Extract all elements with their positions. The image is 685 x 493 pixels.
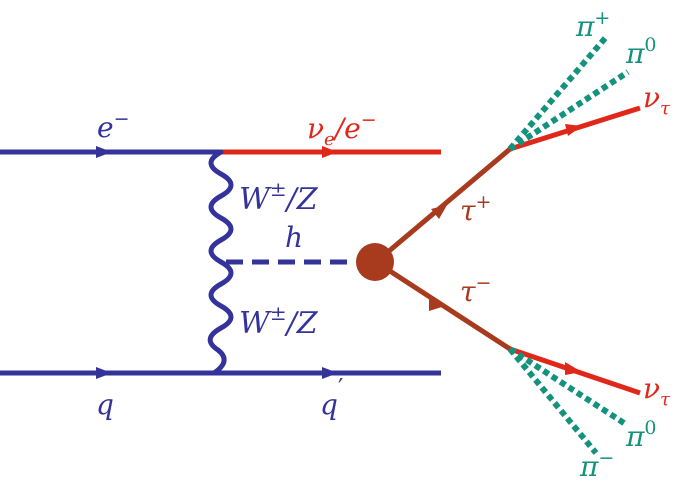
- nu-tau-upper-arrow: [565, 124, 582, 136]
- boson-lower-label: W±/Z: [239, 301, 319, 341]
- lepton-out-arrow: [322, 146, 338, 158]
- nu-tau-lower-arrow: [565, 362, 582, 375]
- pion-plus-upper-line: [507, 34, 610, 151]
- nu-tau-lower-label: ντ: [643, 372, 671, 410]
- pion-minus-label: π−: [579, 447, 614, 483]
- pion0-upper-line: [508, 69, 630, 152]
- nu-tau-upper-label: ντ: [643, 81, 671, 119]
- electron-in-label: e−: [97, 108, 130, 144]
- quark-out-arrow: [322, 367, 338, 379]
- tau-plus-arrow: [431, 205, 447, 219]
- tau-plus-line: [374, 147, 512, 264]
- tau-plus-label: τ+: [460, 191, 491, 227]
- w-z-lower-propagator: [207, 259, 234, 376]
- pion-plus-label: π+: [575, 7, 610, 43]
- tau-minus-label: τ−: [460, 272, 491, 308]
- pion-minus-lower-line: [507, 347, 599, 455]
- electron-in-arrow: [96, 146, 112, 158]
- quark-in-label: q: [96, 388, 114, 421]
- higgs-label: h: [285, 221, 303, 254]
- lepton-out-label: νe/e−: [307, 109, 377, 150]
- quark-in-arrow: [96, 367, 112, 379]
- tau-minus-arrow: [429, 298, 445, 311]
- pion0-upper-label: π0: [625, 34, 657, 70]
- boson-upper-label: W±/Z: [239, 177, 319, 217]
- quark-out-label: q′: [320, 374, 343, 421]
- higgs-decay-vertex: [356, 243, 394, 281]
- pion0-lower-label: π0: [625, 417, 657, 453]
- w-z-upper-propagator: [208, 149, 234, 265]
- pion0-lower-line: [508, 346, 629, 428]
